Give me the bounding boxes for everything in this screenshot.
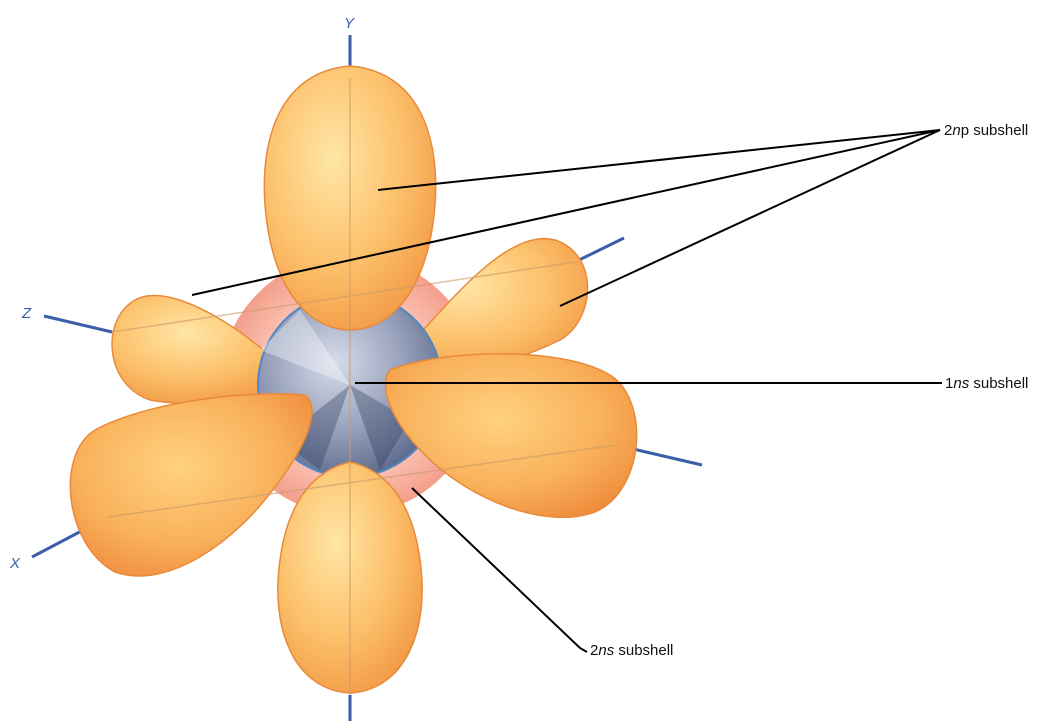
- y-axis-label: Y: [344, 15, 355, 32]
- z-axis-left: [43, 314, 113, 334]
- label-2ns-subshell: 2ns subshell: [590, 642, 673, 659]
- p-lobe-x-right: [384, 353, 638, 519]
- label-2np-subshell: 2np subshell: [944, 122, 1028, 139]
- leader-lines: [191, 129, 942, 653]
- inner-axis-lines: [107, 78, 617, 695]
- z-axis-label: Z: [21, 305, 32, 322]
- p-lobe-x-left: [69, 393, 313, 577]
- leader-2np-right: [559, 129, 941, 307]
- leader-2ns: [411, 487, 588, 653]
- x-axis-label: X: [9, 555, 21, 572]
- label-1ns-subshell: 1ns subshell: [945, 375, 1028, 392]
- leader-2np-top: [377, 129, 941, 191]
- leader-2np-left: [191, 129, 941, 296]
- z-axis-right: [574, 236, 625, 264]
